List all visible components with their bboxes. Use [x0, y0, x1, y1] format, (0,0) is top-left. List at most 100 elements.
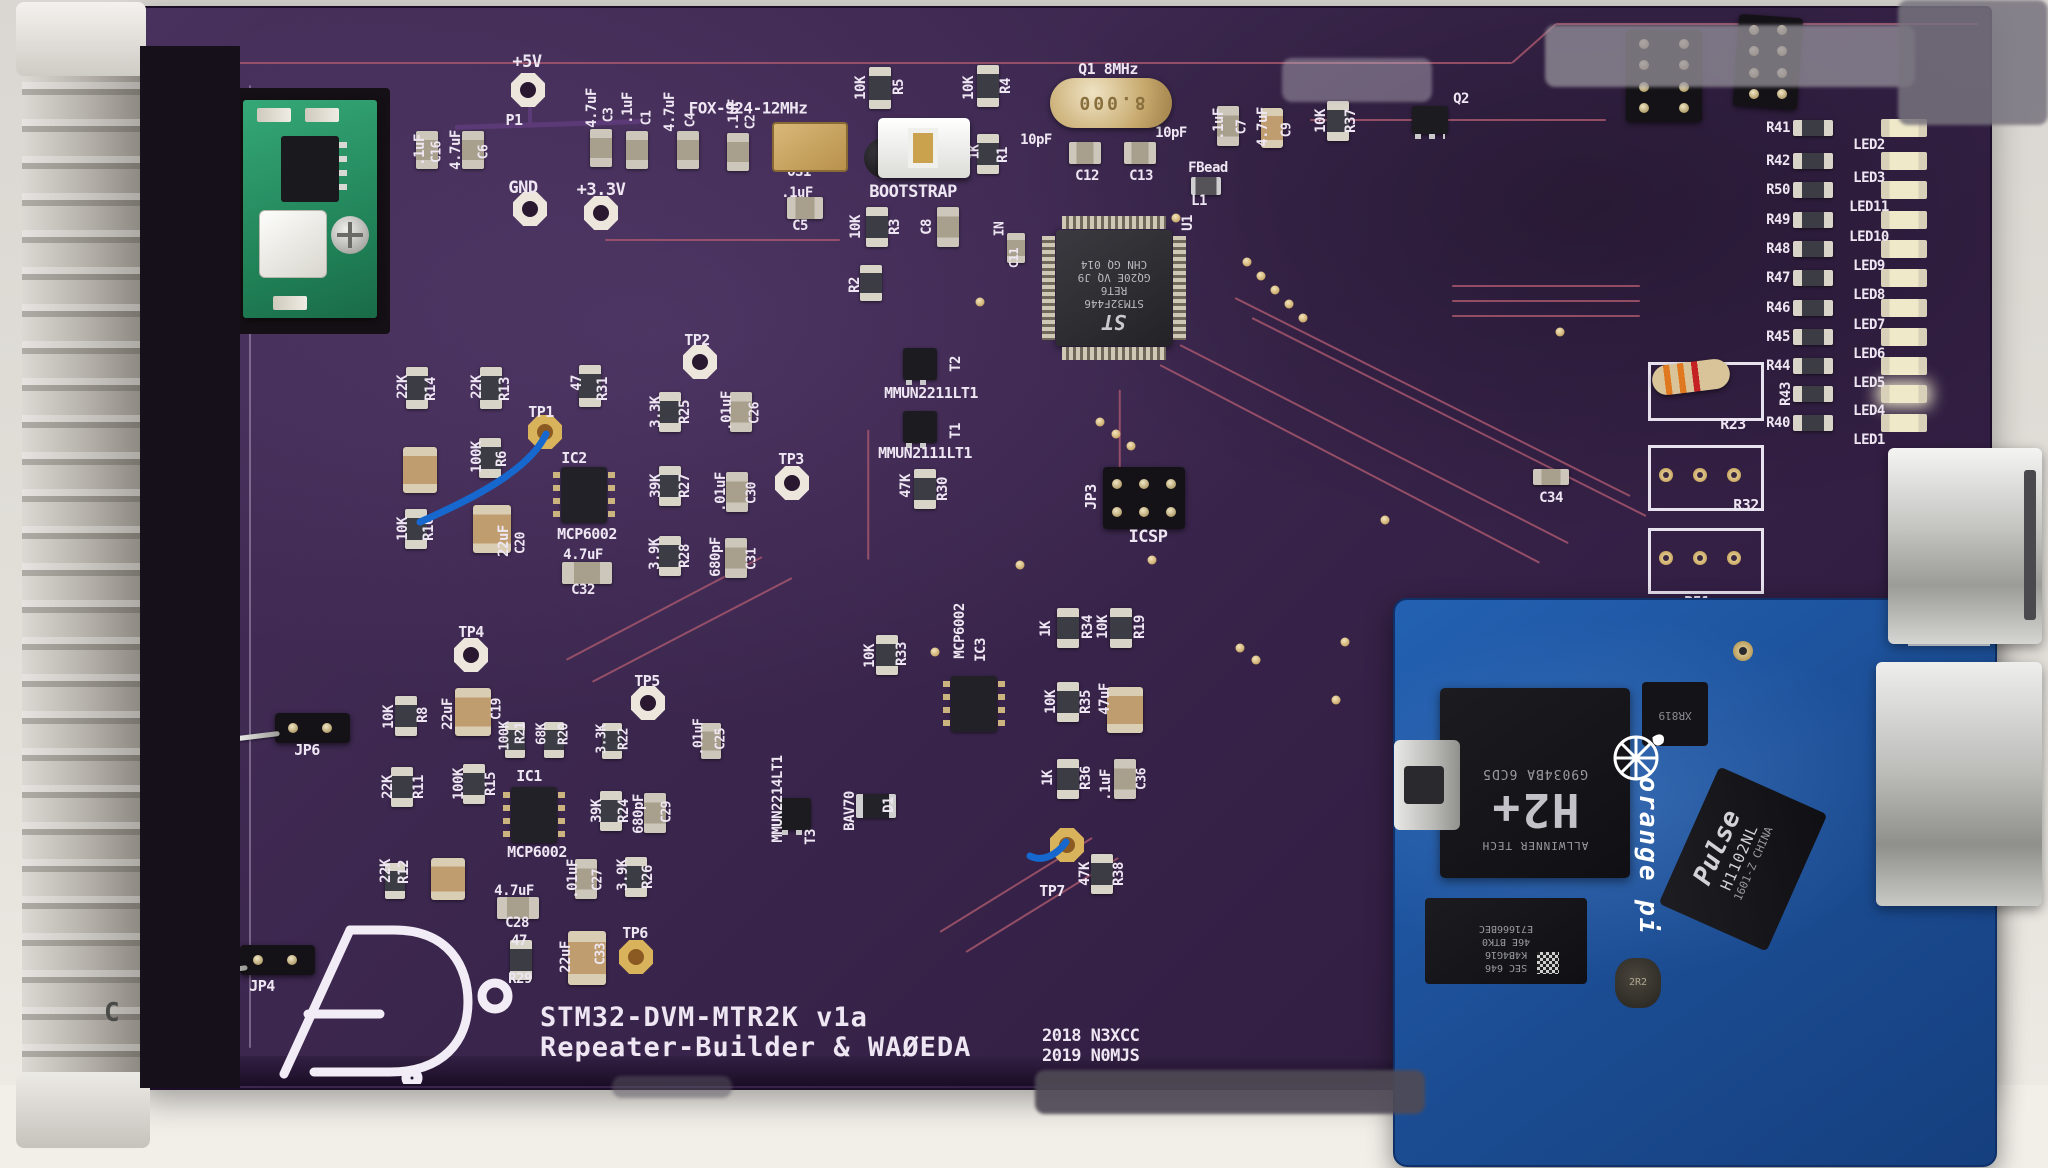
ram-line: SEC 646	[1484, 962, 1528, 973]
led-resistor-label: R48	[1766, 241, 1790, 257]
tcxo-os1	[772, 122, 848, 172]
via	[1235, 643, 1245, 653]
silkscreen-label: MCP6002	[507, 843, 567, 861]
stm32-suffix: RET6	[1100, 284, 1128, 297]
silkscreen-label: R37	[1343, 109, 1359, 133]
silkscreen-label: C5	[792, 218, 808, 234]
smd-capacitor	[1217, 106, 1239, 146]
board-subtitle: Repeater-Builder & WAØEDA	[540, 1032, 972, 1063]
led	[1881, 299, 1927, 317]
led-resistor-label: R45	[1766, 329, 1790, 345]
wifi-chip-xr819: XR819	[1642, 682, 1708, 746]
via	[930, 647, 940, 657]
through-hole-pad	[1727, 468, 1741, 482]
stm32-lot: GQ20E VQ J9	[1077, 271, 1151, 284]
silkscreen-label: R12	[396, 860, 412, 884]
smd-resistor	[1793, 386, 1833, 402]
silkscreen-label: 3.9K	[647, 538, 663, 570]
tantalum-capacitor	[568, 931, 606, 985]
smd-capacitor	[1114, 759, 1136, 799]
silkscreen-label: C34	[1539, 490, 1563, 506]
silkscreen-label: R31	[595, 377, 611, 401]
via	[1111, 429, 1121, 439]
smd-capacitor	[726, 472, 748, 512]
sot23-transistor	[903, 411, 937, 448]
silkscreen-label: 22uF	[496, 525, 512, 557]
tape-residue	[1282, 58, 1432, 102]
silkscreen-label: R25	[677, 400, 693, 424]
silkscreen-label: C31	[744, 548, 760, 570]
led-label: LED6	[1853, 346, 1885, 362]
smd-resistor	[1793, 212, 1833, 228]
smd-resistor	[1793, 120, 1833, 136]
usb-a-port	[1888, 448, 2042, 644]
via	[1380, 515, 1390, 525]
through-hole-pad	[1693, 468, 1707, 482]
silkscreen-label: R5	[891, 79, 907, 95]
backdrop-letter: C	[104, 998, 120, 1028]
ferrite-bead	[1191, 177, 1221, 195]
soic8-ic	[553, 467, 615, 523]
silkscreen-label: C20	[513, 532, 529, 554]
smd-resistor	[1793, 300, 1833, 316]
trace	[1179, 344, 1569, 544]
silkscreen-label: 10pF	[1155, 125, 1187, 141]
silkscreen-label: 10K	[381, 705, 397, 729]
silkscreen-label: FOX-924-12MHz	[688, 98, 808, 118]
trimpot	[331, 216, 369, 254]
smd-resistor	[869, 67, 891, 109]
smd-resistor	[480, 367, 502, 409]
smd-capacitor	[937, 207, 959, 247]
via	[1242, 257, 1252, 267]
test-point	[683, 345, 717, 379]
silkscreen-label: C36	[1134, 768, 1150, 790]
test-point	[454, 638, 488, 672]
silkscreen-label: 3.9K	[615, 859, 631, 891]
silkscreen-label: U1	[1180, 215, 1196, 231]
silkscreen-label: BOOTSTRAP	[869, 182, 957, 202]
silkscreen-label: 22uF	[440, 698, 456, 730]
soc-lot: G9034BA 6CD5	[1482, 766, 1588, 781]
din-connector-top-cap	[16, 2, 146, 76]
credit-year-2: 2019 N0MJS	[1042, 1046, 1140, 1066]
silkscreen-label: 22uF	[558, 941, 574, 973]
silkscreen-label: 4.7uF	[494, 883, 534, 899]
silkscreen-label: 4.7uF	[662, 92, 678, 132]
silkscreen-label: Q1 8MHz	[1078, 60, 1138, 78]
led-resistor-label: R43	[1778, 382, 1794, 406]
bootstrap-jumper	[878, 118, 970, 178]
silkscreen-label: 47K	[1077, 862, 1093, 886]
silkscreen-label: R35	[1078, 690, 1094, 714]
smd-resistor	[866, 207, 888, 247]
smd-capacitor	[497, 897, 539, 919]
smd-resistor	[510, 940, 532, 980]
header-pin	[1679, 103, 1689, 113]
tantalum-capacitor	[1107, 687, 1143, 733]
silkscreen-label: .1uF	[1211, 108, 1227, 140]
icsp-pin	[1139, 479, 1149, 489]
silkscreen-label: IC3	[973, 638, 989, 662]
smd-capacitor	[1533, 469, 1569, 485]
silkscreen-label: 22K	[395, 375, 411, 399]
orange-pi-silkscreen: orange pi	[1633, 776, 1663, 936]
smd-capacitor	[730, 392, 752, 432]
silkscreen-label: R29	[508, 971, 532, 987]
silkscreen-label: TP3	[778, 450, 804, 468]
led-label: LED2	[1853, 137, 1885, 153]
silkscreen-label: JP3	[1082, 484, 1100, 510]
silkscreen-label: 47K	[898, 474, 914, 498]
smd-capacitor	[677, 131, 699, 169]
silkscreen-label: TP7	[1039, 882, 1065, 900]
silkscreen-label: 4.7uF	[563, 547, 603, 563]
silkscreen-label: 47	[569, 375, 585, 391]
silkscreen-label: .1uF	[1098, 769, 1114, 801]
smd-resistor	[876, 635, 898, 675]
smd-capacitor	[575, 859, 597, 899]
smd-capacitor	[787, 197, 823, 219]
silkscreen-label: C6	[476, 144, 492, 160]
silkscreen-label: C1	[639, 110, 655, 126]
smd-capacitor	[1069, 142, 1101, 164]
smd-capacitor	[727, 133, 749, 171]
silkscreen-label: R33	[894, 642, 910, 666]
smd-resistor	[1057, 608, 1079, 648]
